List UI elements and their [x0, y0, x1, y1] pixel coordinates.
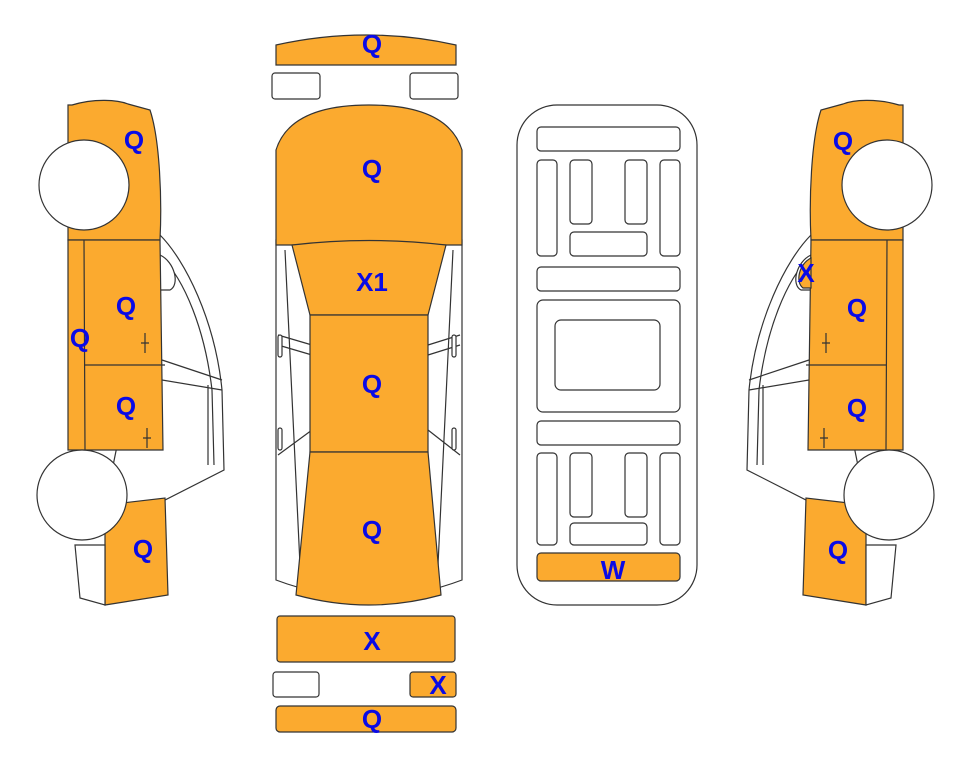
rear-valance-label: Q: [362, 704, 382, 734]
right-rear-quarter-label: Q: [828, 535, 848, 565]
top-view: [271, 34, 463, 606]
front-bumper-label: Q: [362, 29, 382, 59]
left-rear-quarter-label: Q: [133, 534, 153, 564]
left-rocker-label: Q: [70, 323, 90, 353]
underside-view: [516, 104, 698, 606]
rear-bumper-panel: [276, 615, 456, 663]
rear-valance-panel: [275, 705, 457, 733]
right-taillight: [409, 671, 457, 698]
left-side-view: [36, 99, 225, 606]
right-window-label: X: [797, 258, 815, 288]
right-rear-door-label: Q: [847, 393, 867, 423]
left-rear-door-label: Q: [116, 391, 136, 421]
right-front-door-label: Q: [847, 293, 867, 323]
windshield-label: X1: [356, 267, 388, 297]
trunk-label: Q: [362, 515, 382, 545]
right-taillight-label: X: [429, 670, 447, 700]
rear-bumper-label: X: [363, 626, 381, 656]
roof-label: Q: [362, 369, 382, 399]
left-front-fender-label: Q: [124, 125, 144, 155]
hood-label: Q: [362, 154, 382, 184]
right-side-view: [746, 99, 935, 606]
underside-rear-label: W: [601, 555, 626, 585]
left-front-door-label: Q: [116, 291, 136, 321]
left-taillight: [272, 671, 320, 698]
right-front-fender-label: Q: [833, 126, 853, 156]
